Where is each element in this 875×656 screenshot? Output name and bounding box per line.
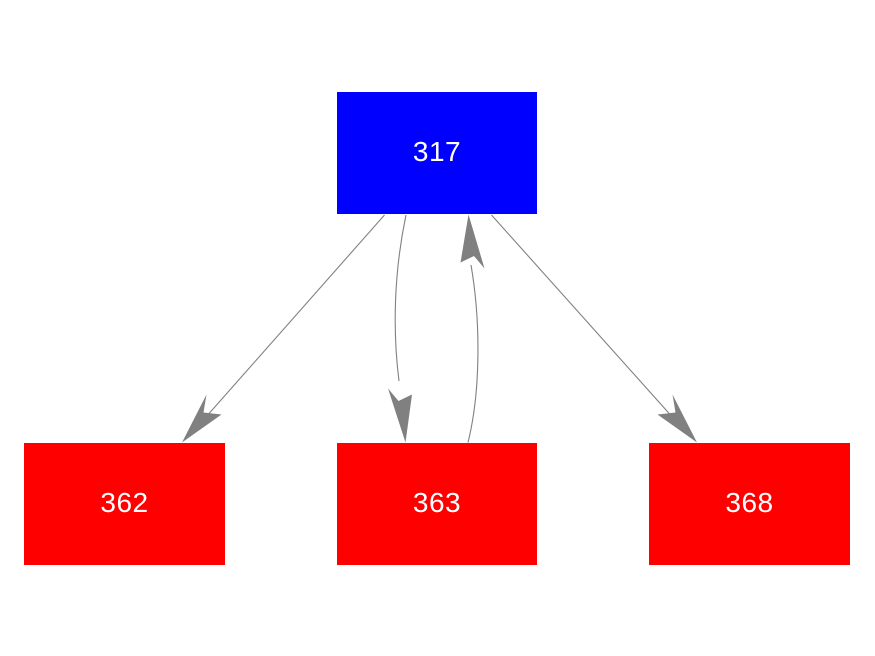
graph-node-362-label: 362 bbox=[100, 487, 149, 518]
graph-node-363[interactable]: 363 bbox=[337, 443, 537, 565]
graph-node-368[interactable]: 368 bbox=[649, 443, 850, 565]
edge-363-317-arrowhead bbox=[460, 214, 485, 269]
edge-317-362[interactable] bbox=[182, 214, 385, 443]
graph-node-317-label: 317 bbox=[412, 136, 462, 167]
graph-node-363-label: 363 bbox=[412, 487, 462, 518]
edge-317-363-arrowhead bbox=[388, 388, 412, 443]
graph-node-317[interactable]: 317 bbox=[337, 92, 537, 214]
graph-node-362[interactable]: 362 bbox=[24, 443, 225, 565]
edge-363-317[interactable] bbox=[460, 214, 485, 443]
edge-317-368-line bbox=[491, 214, 689, 435]
edge-317-363-line bbox=[394, 214, 407, 382]
edge-317-362-arrowhead bbox=[182, 394, 222, 443]
edge-317-368[interactable] bbox=[491, 214, 698, 443]
edge-317-368-arrowhead bbox=[657, 394, 697, 443]
edge-363-317-line bbox=[467, 264, 479, 443]
edge-317-363[interactable] bbox=[388, 214, 412, 443]
graph-node-368-label: 368 bbox=[725, 487, 774, 518]
edge-317-362-line bbox=[190, 214, 385, 435]
